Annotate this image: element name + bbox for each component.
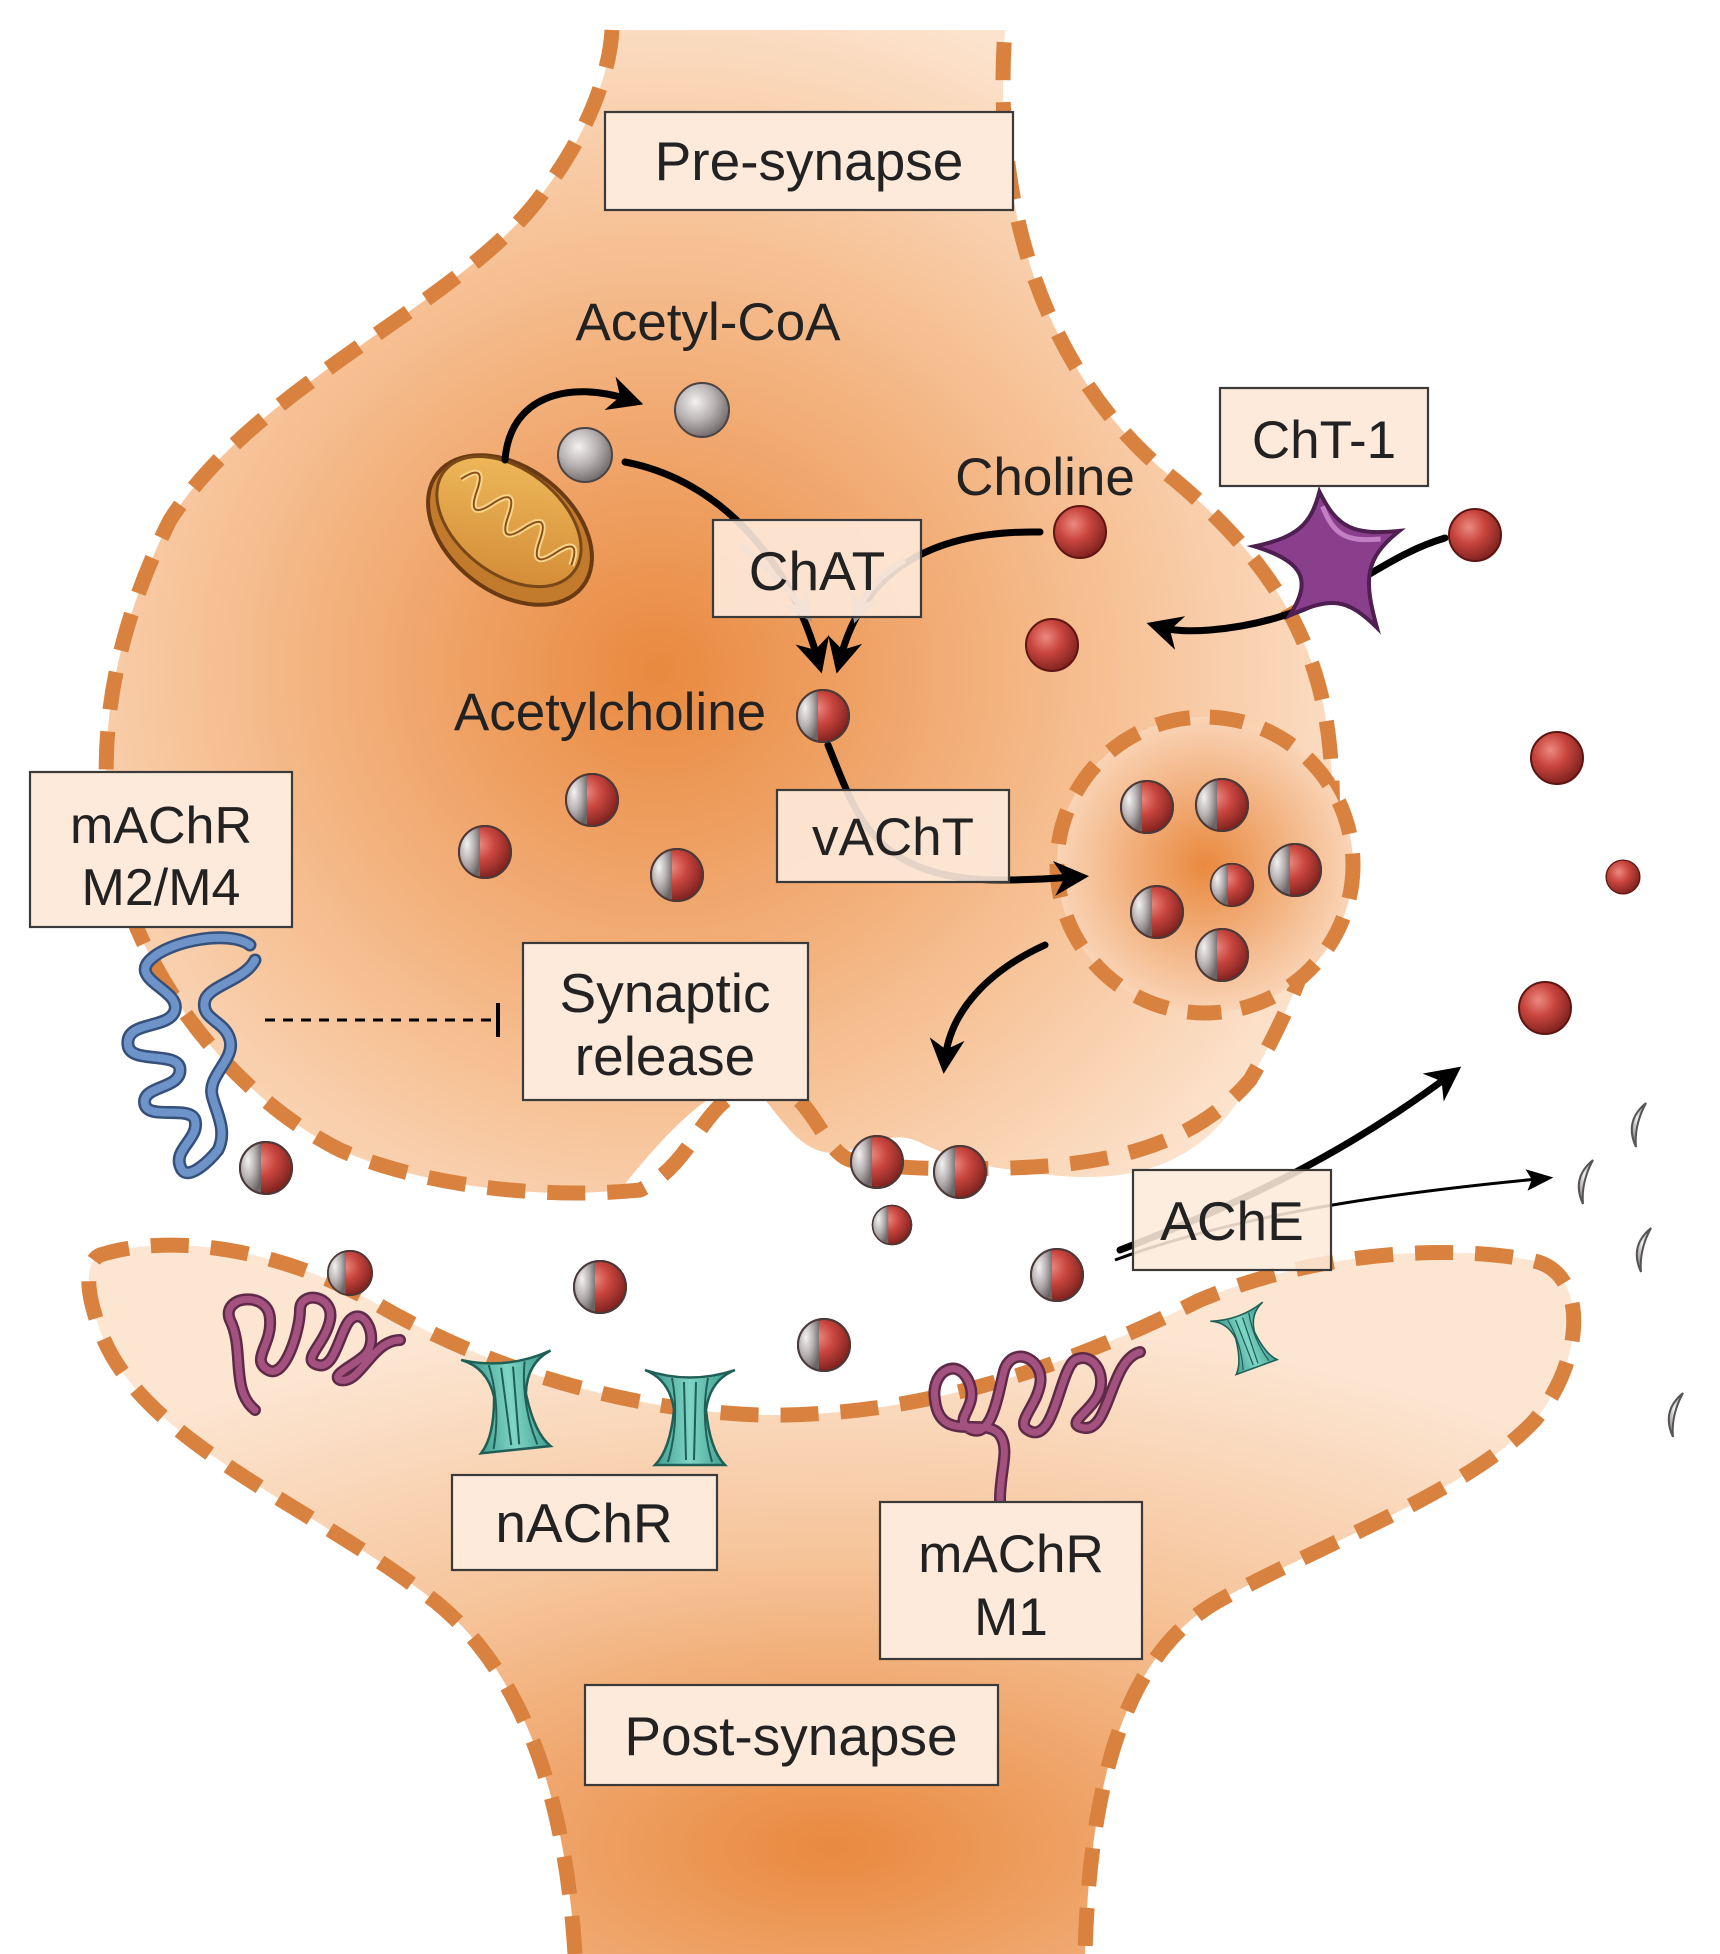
machr-m2m4-label: mAChR M2/M4 xyxy=(28,770,294,929)
acetylcholine-molecule xyxy=(1268,843,1322,897)
choline-molecule xyxy=(1605,859,1641,895)
machr-m1-receptor-icon xyxy=(928,1346,1146,1506)
acetylcholine-molecule xyxy=(797,1318,851,1372)
acetylcholine-molecule xyxy=(1195,778,1249,832)
choline-molecule xyxy=(1053,505,1107,559)
svg-text:M2/M4: M2/M4 xyxy=(82,859,241,917)
acetylcholine-molecule xyxy=(1209,862,1255,908)
machr-receptor-icon xyxy=(222,1291,406,1416)
acetylcholine-molecule xyxy=(1195,928,1249,982)
post-synapse-label: Post-synapse xyxy=(583,1683,1000,1787)
acetylcholine-molecule xyxy=(573,1260,627,1314)
svg-text:vAChT: vAChT xyxy=(812,808,974,867)
acetylcholine-molecule xyxy=(565,773,619,827)
acetylcholine-molecule xyxy=(650,848,704,902)
acetyl-coa-molecule xyxy=(674,382,730,438)
svg-text:Pre-synapse: Pre-synapse xyxy=(655,130,964,192)
svg-text:ChAT: ChAT xyxy=(749,540,886,602)
acetylcholine-molecule xyxy=(1030,1248,1084,1302)
acetylcholine-molecule xyxy=(1130,885,1184,939)
vacht-label: vAChT xyxy=(775,788,1011,884)
cht1-label: ChT-1 xyxy=(1218,386,1430,488)
post-synapse-body xyxy=(88,1245,1574,1954)
mitochondrion-icon xyxy=(426,453,594,607)
acetate-molecule xyxy=(1577,1159,1594,1205)
acetylcholine-molecule xyxy=(871,1204,913,1246)
svg-text:nAChR: nAChR xyxy=(495,1492,672,1554)
acetylcholine-molecule xyxy=(239,1141,293,1195)
nachr-label: nAChR xyxy=(450,1473,719,1572)
pre-synapse-membrane xyxy=(98,29,1340,1201)
cht1-transporter-icon xyxy=(1246,485,1406,635)
choline-molecule xyxy=(1025,618,1079,672)
acetylcholine-molecule xyxy=(933,1145,987,1199)
choline-molecule xyxy=(1518,981,1572,1035)
ache-label: AChE xyxy=(1131,1168,1333,1272)
acetylcholine-molecule xyxy=(458,825,512,879)
acetylcholine-molecule xyxy=(1120,780,1174,834)
acetylcholine-molecule xyxy=(850,1135,904,1189)
svg-text:AChE: AChE xyxy=(1160,1190,1304,1252)
svg-text:release: release xyxy=(575,1025,755,1087)
arrow-cht1-uptake xyxy=(1146,534,1449,650)
choline-molecule xyxy=(1530,731,1584,785)
machr-m2m4-receptor-icon xyxy=(121,931,262,1179)
acetate-molecule xyxy=(1630,1102,1647,1148)
acetyl-coa-molecule xyxy=(557,427,613,483)
acetate-molecule xyxy=(1635,1227,1652,1273)
acetylcholine-molecule xyxy=(796,689,850,743)
acetylcholine-molecule xyxy=(327,1250,373,1296)
arrow-mito-to-acetylcoa xyxy=(501,376,644,464)
acetylcholine-label: Acetylcholine xyxy=(454,683,766,742)
choline-label: Choline xyxy=(955,448,1135,507)
acetate-molecule xyxy=(1667,1392,1684,1438)
acetyl-coa-label: Acetyl-CoA xyxy=(575,293,841,352)
synaptic-release-label: Synaptic release xyxy=(521,941,810,1102)
chat-label: ChAT xyxy=(711,518,923,619)
svg-text:ChT-1: ChT-1 xyxy=(1252,411,1396,470)
svg-text:mAChR: mAChR xyxy=(918,1525,1104,1584)
svg-text:M1: M1 xyxy=(974,1588,1048,1647)
arrow-vesicle-to-release xyxy=(929,941,1049,1074)
machr-m1-label: mAChR M1 xyxy=(878,1500,1144,1661)
svg-text:Post-synapse: Post-synapse xyxy=(624,1705,957,1767)
svg-text:Synaptic: Synaptic xyxy=(560,962,771,1024)
choline-molecule xyxy=(1448,508,1502,562)
pre-synapse-label: Pre-synapse xyxy=(603,110,1015,212)
svg-text:mAChR: mAChR xyxy=(70,797,252,855)
